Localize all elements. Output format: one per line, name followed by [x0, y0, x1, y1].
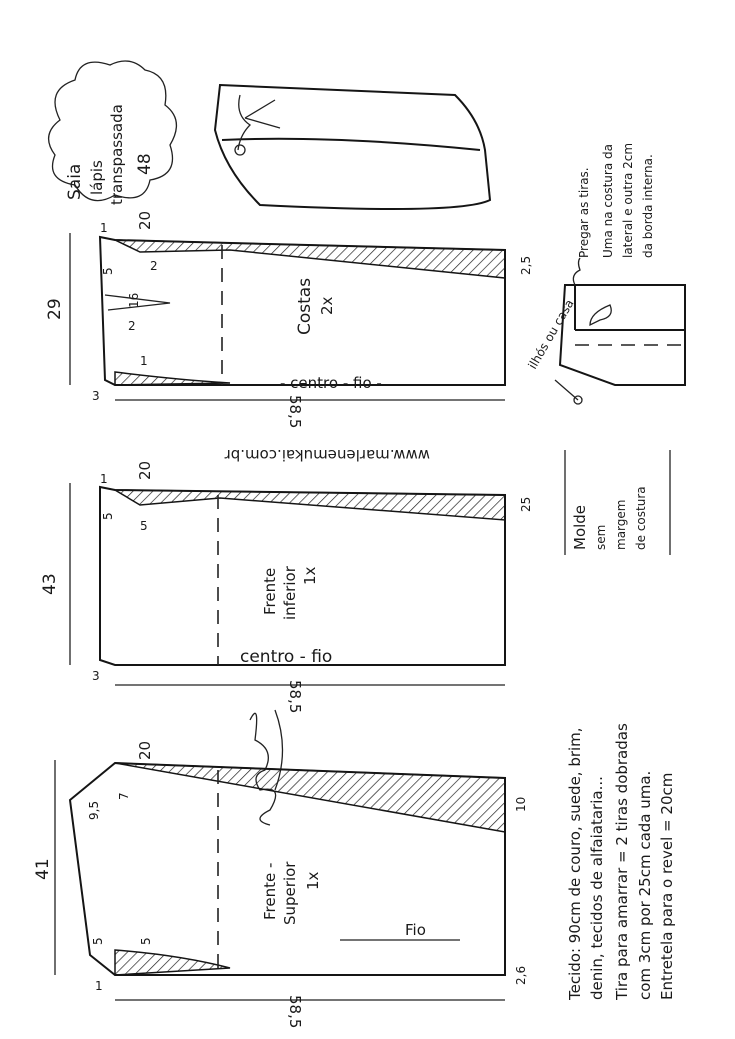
eyelet-note: ilhós ou casa: [525, 297, 576, 372]
costas-qty: 2x: [318, 296, 336, 315]
frente-superior-hem: 10: [514, 797, 528, 812]
frente-superior-facing: 20: [136, 741, 154, 760]
frente-inferior-height: 43: [40, 573, 60, 595]
frente-inferior-mark: 5: [101, 512, 115, 520]
frente-inferior-mark: 5: [140, 519, 148, 533]
frente-inferior-facing: 20: [136, 461, 154, 480]
eyelet-icon: [234, 144, 246, 156]
costas-mark: 2: [128, 319, 136, 333]
costas-length: 58,5: [286, 395, 304, 428]
frente-superior-height: 41: [33, 858, 53, 880]
frente-inferior-fold-label: centro - fio: [240, 647, 332, 667]
frente-inferior-label2: inferior: [281, 565, 299, 620]
costas-fold-label: - centro - fio -: [280, 374, 382, 392]
costas-height: 29: [45, 298, 65, 320]
costas-mark: 2: [150, 259, 158, 273]
pattern-piece-frente-superior: 41 20 7 9,5 5 5 1 Frente - Superior 1x F…: [33, 741, 528, 1029]
note-line: com 3cm por 25cm cada uma.: [636, 771, 654, 1000]
costas-label: Costas: [295, 278, 315, 335]
frente-superior-mark: 7: [117, 792, 131, 800]
fabric-notes: Tecido: 90cm de couro, suede, brim, deni…: [566, 723, 676, 1001]
frente-superior-hem2: 2,6: [514, 966, 528, 985]
title-line2: lápis: [88, 160, 106, 195]
stamp-line: margem: [614, 500, 628, 550]
stamp-line: de costura: [634, 486, 648, 550]
note-line: Tecido: 90cm de couro, suede, brim,: [566, 727, 584, 1001]
note-line: denin, tecidos de alfaiataria...: [588, 776, 606, 1000]
frente-superior-label2: Superior: [281, 861, 299, 925]
note-line: Tira para amarrar = 2 tiras dobradas: [613, 723, 631, 1001]
title-size: 48: [135, 153, 155, 175]
frente-superior-mark: 9,5: [87, 801, 101, 820]
costas-mark: 3: [92, 389, 100, 403]
frente-superior-mark: 5: [91, 937, 105, 945]
frente-superior-mark: 1: [95, 979, 103, 993]
costas-mark: 5: [101, 267, 115, 275]
frente-inferior-label: Frente: [261, 568, 279, 615]
stamp-line: sem: [594, 525, 608, 550]
seam-allowance-note: Molde sem margem de costura: [564, 450, 671, 555]
ties-note: Uma na costura da: [601, 144, 615, 258]
title-line3: transpassada: [108, 104, 126, 205]
ties-note: Pregar as tiras.: [577, 167, 591, 258]
ties-note: da borda interna.: [641, 154, 655, 258]
frente-superior-mark: 5: [139, 937, 153, 945]
costas-hem: 2,5: [519, 256, 533, 275]
frente-inferior-hem: 25: [519, 497, 533, 512]
detail-sketch: ilhós ou casa Pregar as tiras. Uma na co…: [525, 143, 686, 405]
costas-facing: 20: [136, 211, 154, 230]
frente-superior-qty: 1x: [304, 871, 322, 890]
frente-inferior-mark: 1: [100, 472, 108, 486]
costas-mark: 1: [100, 221, 108, 235]
title-line1: Saia: [65, 164, 85, 200]
ties-note: lateral e outra 2cm: [621, 143, 635, 258]
frente-superior-length: 58,5: [286, 995, 304, 1028]
website: www.marlenemukai.com.br: [224, 446, 430, 464]
note-line: Entretela para o revel = 20cm: [658, 773, 676, 1000]
grain-label: Fio: [405, 921, 426, 939]
pattern-piece-costas: 29 20 1 5 2 16 2 1 3 Costas 2x - centro …: [45, 211, 533, 429]
frente-inferior-qty: 1x: [301, 566, 319, 585]
pattern-piece-frente-inferior: 43 20 1 5 5 3 Frente inferior 1x centro …: [40, 461, 533, 714]
frente-inferior-length: 58,5: [286, 680, 304, 713]
eyelet-icon: [573, 395, 583, 405]
costas-mark: 16: [127, 293, 141, 308]
skirt-sketch: [213, 83, 492, 210]
costas-mark: 1: [140, 354, 148, 368]
title-cloud: Saia lápis transpassada 48: [48, 60, 177, 205]
frente-inferior-mark: 3: [92, 669, 100, 683]
stamp-line: Molde: [571, 505, 589, 550]
frente-superior-label: Frente -: [261, 863, 279, 920]
